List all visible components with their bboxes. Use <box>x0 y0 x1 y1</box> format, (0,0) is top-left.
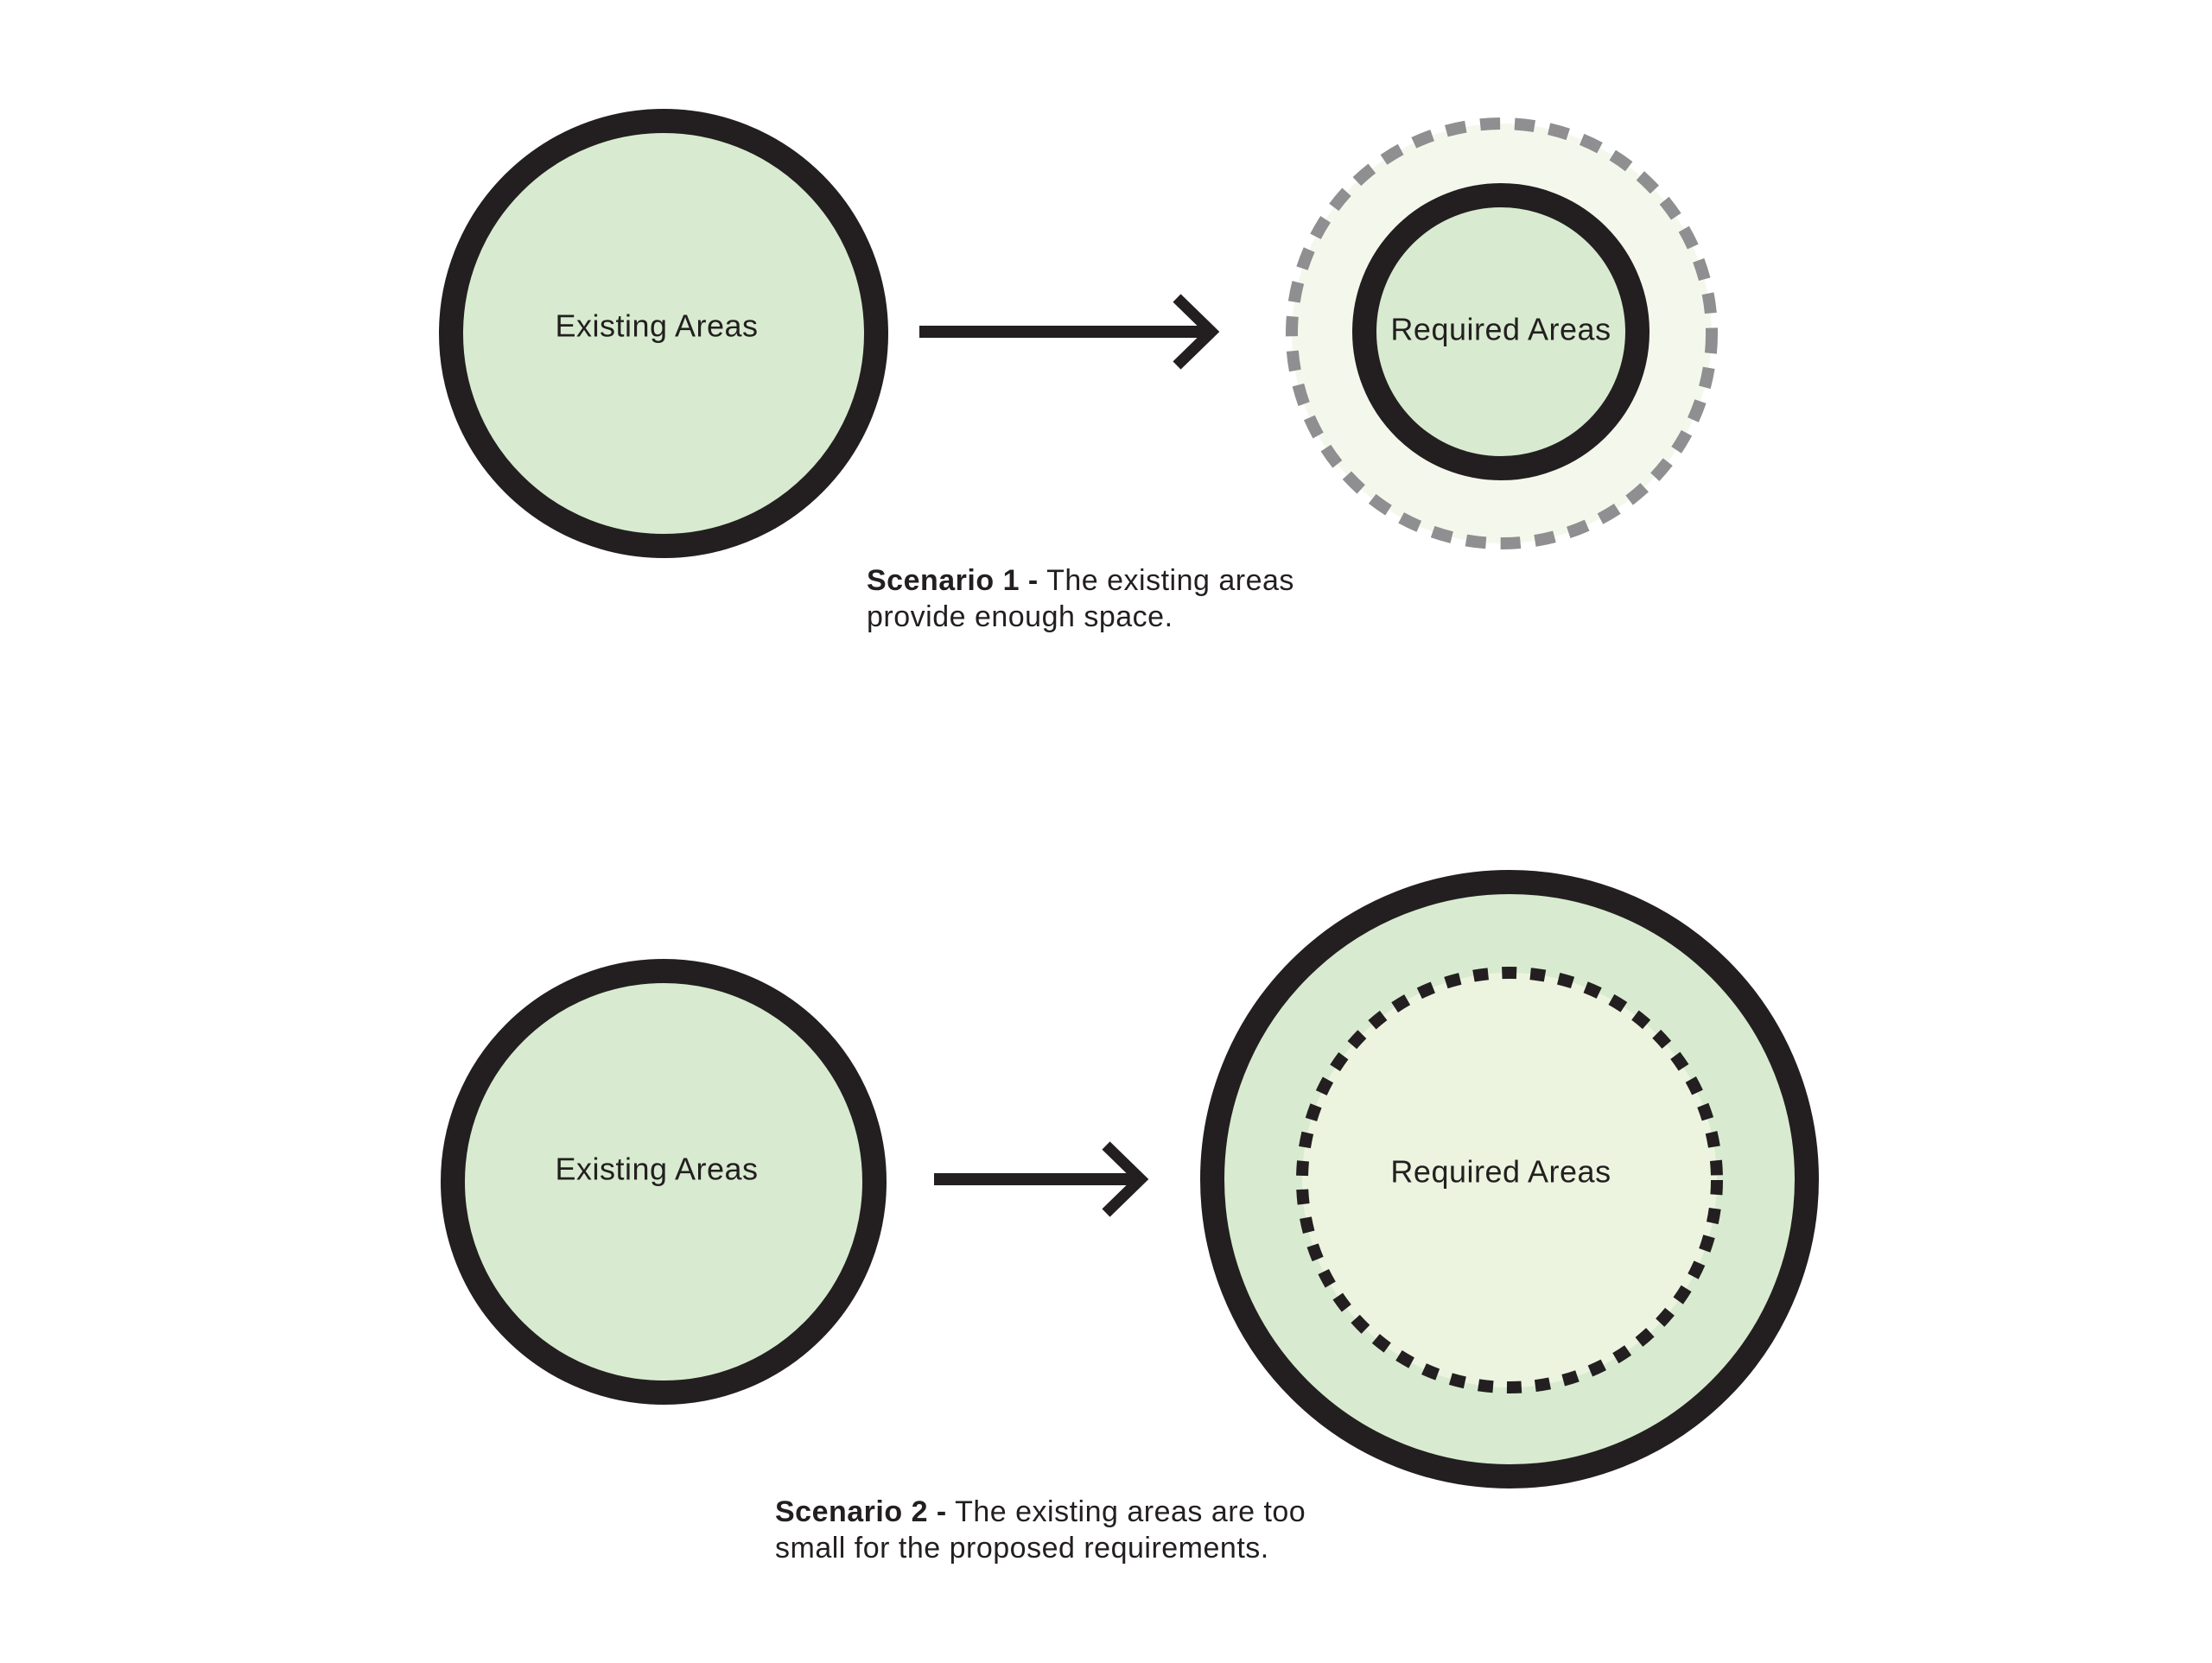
scenario-1-caption-title: Scenario 1 - <box>867 564 1039 597</box>
required-areas-label-2: Required Areas <box>1390 1154 1611 1190</box>
existing-areas-circle-2 <box>441 959 887 1405</box>
existing-areas-circle-1 <box>439 109 888 558</box>
scenario-1-caption-line1: The existing areas <box>1046 564 1294 597</box>
scenario-1-group: Existing Areas Required Areas <box>439 109 1718 558</box>
scenario-2-caption: Scenario 2 - The existing areas are too … <box>775 1494 1363 1566</box>
existing-areas-label-2: Existing Areas <box>555 1152 758 1187</box>
scenario-1-caption: Scenario 1 - The existing areas provide … <box>867 562 1351 635</box>
scenario-2-caption-line2: small for the proposed requirements. <box>775 1532 1269 1565</box>
required-areas-circle-1 <box>1352 183 1649 480</box>
scenario-1-caption-line2: provide enough space. <box>867 600 1173 633</box>
scenario-2-group: Existing Areas Required Areas <box>441 870 1819 1488</box>
scenario-2-caption-line1: The existing areas are too <box>955 1495 1306 1528</box>
arrow-2 <box>934 1141 1149 1217</box>
required-areas-label-1: Required Areas <box>1390 312 1611 347</box>
scenario-2-caption-title: Scenario 2 - <box>775 1495 947 1528</box>
existing-areas-label-1: Existing Areas <box>555 308 758 344</box>
required-areas-dashed-boundary-2 <box>1296 967 1723 1393</box>
arrow-head-2 <box>1102 1141 1149 1217</box>
arrow-head-1 <box>1173 294 1220 370</box>
arrow-1 <box>919 294 1220 370</box>
